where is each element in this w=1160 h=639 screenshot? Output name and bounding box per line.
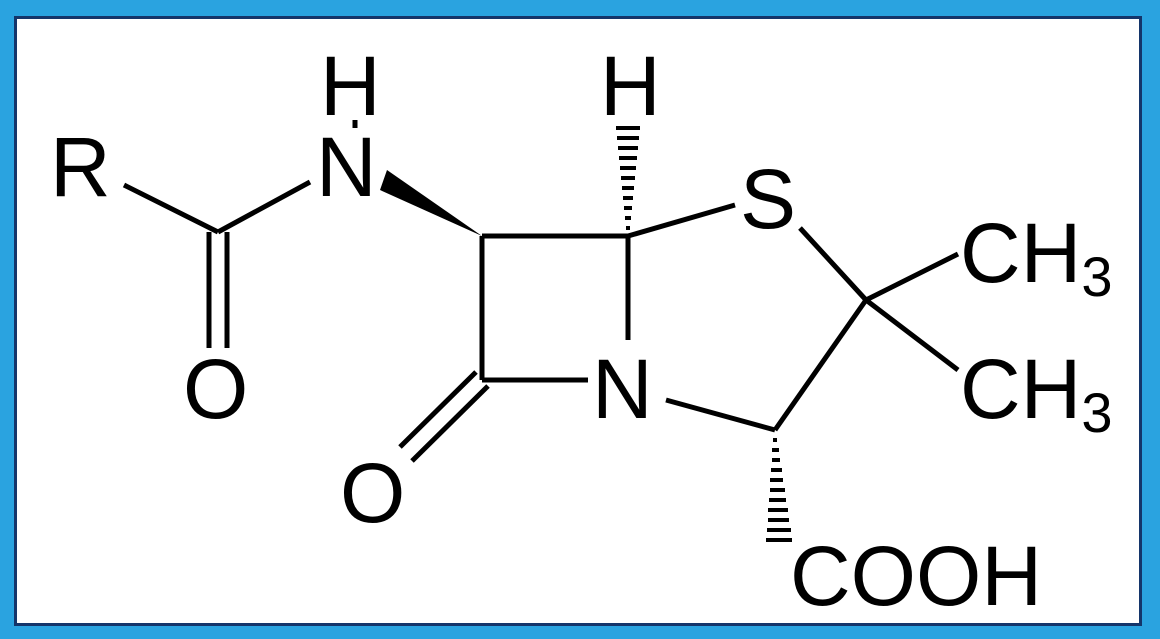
bonds (122, 120, 960, 542)
atom-s: S (740, 152, 796, 246)
bond-lactam-double-a (398, 370, 478, 449)
atom-h-amide: H (320, 39, 381, 133)
atom-o-amide: O (183, 342, 248, 436)
group-ch3-upper: CH3 (960, 206, 1112, 308)
group-cooh: COOH (790, 529, 1042, 623)
wedge-bond-n-c (380, 170, 482, 236)
hashed-bond-cooh (766, 438, 792, 542)
atom-n-amide: N (316, 120, 377, 214)
bond-cq-ch3-lower (864, 298, 960, 372)
bond-carbonyl-n (216, 179, 312, 235)
bond-n-c (665, 397, 776, 433)
atom-labels: R H N H S O N O CH3 CH3 COOH (50, 39, 1112, 623)
atom-h-bridgehead: H (600, 39, 661, 133)
bond-lactam-double-b (410, 384, 490, 463)
hashed-bond-h (616, 126, 640, 230)
bond-r-carbonyl (122, 182, 220, 235)
atom-r: R (50, 120, 111, 214)
group-ch3-lower: CH3 (960, 342, 1112, 444)
atom-o-lactam: O (340, 446, 405, 540)
diagram-panel (14, 16, 1142, 626)
bond-c-s (627, 202, 736, 239)
bond-s-cq (798, 226, 868, 302)
bond-cq-c (772, 298, 869, 432)
bond-cq-ch3-upper (864, 251, 960, 303)
atom-n-ring: N (592, 342, 653, 436)
